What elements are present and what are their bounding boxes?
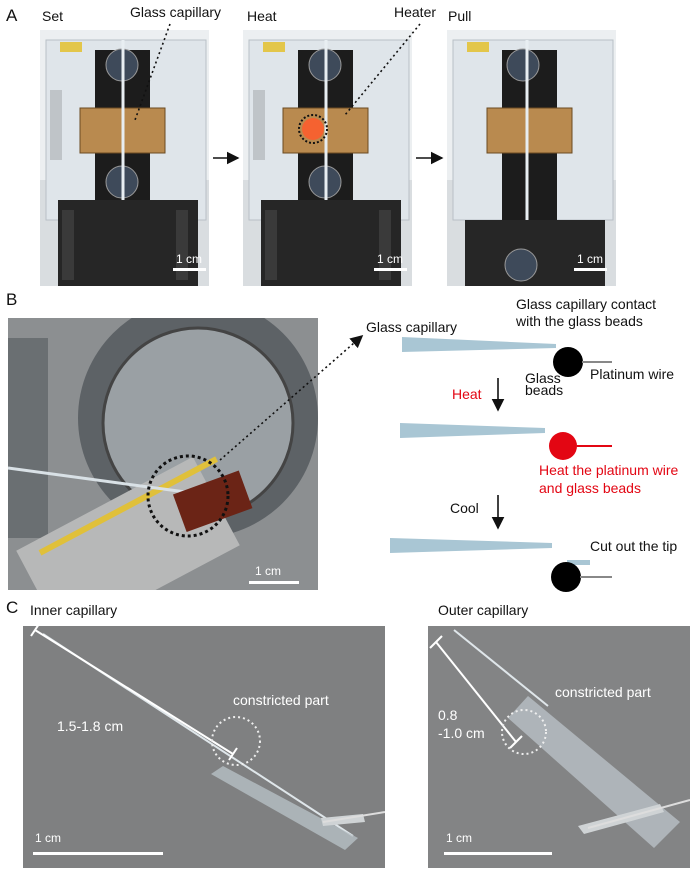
outer-length-line-2: -1.0 cm bbox=[438, 725, 485, 741]
photo-pull: 1 cm bbox=[447, 30, 616, 286]
scale-bar-heat bbox=[374, 268, 407, 271]
puller-set-image bbox=[40, 30, 209, 286]
photo-inner-capillary: 1.5-1.8 cm constricted part 1 cm bbox=[23, 626, 385, 868]
panel-c-letter: C bbox=[6, 598, 19, 617]
scale-bar-b bbox=[249, 581, 299, 584]
outer-capillary-title: Outer capillary bbox=[438, 602, 529, 618]
schematic-drawing bbox=[390, 337, 612, 592]
glass-beads-label: Glass beads bbox=[525, 370, 564, 398]
inner-capillary-image bbox=[23, 626, 385, 868]
scale-text-set: 1 cm bbox=[176, 252, 203, 266]
microforge-image bbox=[8, 318, 318, 590]
capillary-step2 bbox=[400, 423, 545, 438]
heat-note-1: Heat the platinum wire bbox=[539, 462, 679, 478]
outer-length-label: 0.8 -1.0 cm bbox=[438, 706, 485, 742]
schematic-capillary-label: Glass capillary bbox=[366, 319, 458, 335]
photo-heat: 1 cm bbox=[243, 30, 412, 286]
outer-constricted-label: constricted part bbox=[555, 684, 651, 700]
photo-outer-capillary: 0.8 -1.0 cm constricted part 1 cm bbox=[428, 626, 690, 868]
contact-label-2: with the glass beads bbox=[516, 313, 643, 329]
panel-a-letter: A bbox=[6, 6, 18, 25]
puller-pull-image bbox=[447, 30, 616, 286]
panel-b-letter: B bbox=[6, 290, 18, 309]
heater-callout: Heater bbox=[394, 4, 437, 20]
panel-a-arrows bbox=[134, 23, 444, 165]
step-set-label: Set bbox=[42, 8, 64, 24]
glass-beads-line-1: Glass bbox=[525, 370, 561, 386]
heat-label: Heat bbox=[452, 386, 482, 402]
scale-text-heat: 1 cm bbox=[377, 252, 404, 266]
heat-note-2: and glass beads bbox=[539, 480, 641, 496]
outer-length-line-1: 0.8 bbox=[438, 707, 458, 723]
step-heat-label: Heat bbox=[247, 8, 277, 24]
inner-length-label: 1.5-1.8 cm bbox=[57, 718, 124, 734]
scale-bar-outer bbox=[444, 852, 552, 855]
puller-heat-image bbox=[243, 30, 412, 286]
inner-constricted-label: constricted part bbox=[233, 692, 329, 708]
contact-label-1: Glass capillary contact bbox=[516, 296, 657, 312]
outer-capillary-image bbox=[428, 626, 690, 868]
scale-text-inner: 1 cm bbox=[35, 831, 62, 845]
glass-capillary-callout: Glass capillary bbox=[130, 4, 222, 20]
scale-text-b: 1 cm bbox=[255, 564, 282, 578]
capillary-pointer bbox=[134, 23, 171, 121]
scale-bar-set bbox=[173, 268, 206, 271]
bead-step2-hot bbox=[549, 432, 577, 460]
photo-microforge: 1 cm bbox=[8, 318, 318, 590]
capillary-step3 bbox=[390, 538, 552, 553]
scale-text-pull: 1 cm bbox=[577, 252, 604, 266]
photo-set: 1 cm bbox=[40, 30, 209, 286]
cool-label: Cool bbox=[450, 500, 479, 516]
bead-step3 bbox=[551, 562, 581, 592]
panel-b-link bbox=[219, 334, 364, 461]
platinum-wire-label: Platinum wire bbox=[590, 366, 675, 382]
glass-beads-line-2: beads bbox=[525, 382, 564, 398]
inner-capillary-title: Inner capillary bbox=[30, 602, 118, 618]
scale-bar-pull bbox=[574, 268, 607, 271]
cut-tip-label: Cut out the tip bbox=[590, 538, 678, 554]
step-pull-label: Pull bbox=[448, 8, 472, 24]
bead-step1 bbox=[553, 347, 583, 377]
scale-bar-inner bbox=[33, 852, 163, 855]
capillary-step1 bbox=[402, 337, 556, 352]
scale-text-outer: 1 cm bbox=[446, 831, 473, 845]
